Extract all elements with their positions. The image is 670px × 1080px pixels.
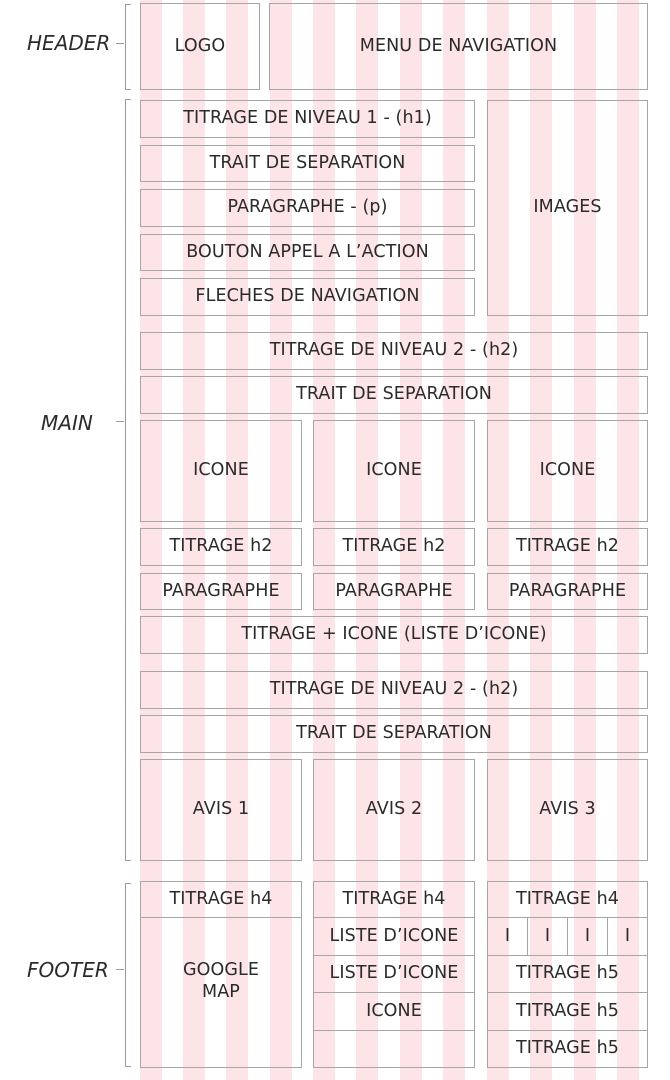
- paragraph-block: PARAGRAPHE - (p): [140, 189, 475, 227]
- social-icon-box: I: [487, 918, 528, 956]
- paragraph-block: PARAGRAPHE: [140, 573, 302, 610]
- social-icon-box: I: [607, 918, 648, 956]
- footer-h5-title: TITRAGE h5: [487, 993, 648, 1031]
- h2-title-block: TITRAGE h2: [487, 528, 648, 566]
- images-block: IMAGES: [487, 100, 648, 316]
- icon-block: ICONE: [487, 420, 648, 522]
- grid-column: [617, 0, 639, 1080]
- icon-list-item: LISTE D’ICONE: [313, 956, 475, 993]
- icon-block: ICONE: [140, 420, 302, 522]
- review-block: AVIS 3: [487, 759, 648, 861]
- review-block: AVIS 2: [313, 759, 475, 861]
- review-block: AVIS 1: [140, 759, 302, 861]
- footer-h4-title: TITRAGE h4: [313, 881, 475, 918]
- icon-block: ICONE: [313, 420, 475, 522]
- navigation-menu-block: MENU DE NAVIGATION: [269, 3, 648, 90]
- main-bracket-tick: [116, 421, 124, 422]
- main-bracket: [125, 99, 131, 861]
- main-label: MAIN: [41, 411, 93, 435]
- footer-h5-title: TITRAGE h5: [487, 1031, 648, 1068]
- icon-list-item: LISTE D’ICONE: [313, 918, 475, 956]
- footer-h4-title: TITRAGE h4: [487, 881, 648, 918]
- social-icon-box: I: [567, 918, 608, 956]
- grid-column: [487, 0, 509, 1080]
- grid-column: [574, 0, 596, 1080]
- grid-column: [530, 0, 552, 1080]
- footer-empty-block: [313, 1031, 475, 1068]
- separator-block: TRAIT DE SEPARATION: [140, 715, 648, 753]
- h2-title-block: TITRAGE DE NIVEAU 2 - (h2): [140, 671, 648, 709]
- footer-label: FOOTER: [27, 958, 109, 982]
- paragraph-block: PARAGRAPHE: [313, 573, 475, 610]
- navigation-arrows-block: FLECHES DE NAVIGATION: [140, 278, 475, 316]
- cta-button-block: BOUTON APPEL A L’ACTION: [140, 234, 475, 271]
- h2-title-block: TITRAGE h2: [140, 528, 302, 566]
- separator-block: TRAIT DE SEPARATION: [140, 145, 475, 182]
- h2-title-block: TITRAGE DE NIVEAU 2 - (h2): [140, 332, 648, 370]
- google-map-block: GOOGLE MAP: [140, 918, 302, 1068]
- separator-block: TRAIT DE SEPARATION: [140, 376, 648, 414]
- h2-title-block: TITRAGE h2: [313, 528, 475, 566]
- footer-bracket: [125, 883, 131, 1067]
- header-bracket-tick: [116, 43, 124, 44]
- paragraph-block: PARAGRAPHE: [487, 573, 648, 610]
- footer-bracket-tick: [116, 969, 124, 970]
- footer-h4-title: TITRAGE h4: [140, 881, 302, 918]
- logo-block: LOGO: [140, 3, 260, 90]
- social-icon-box: I: [527, 918, 568, 956]
- icon-list-block: TITRAGE + ICONE (LISTE D’ICONE): [140, 616, 648, 654]
- header-bracket: [125, 4, 131, 90]
- footer-h5-title: TITRAGE h5: [487, 956, 648, 993]
- h1-title-block: TITRAGE DE NIVEAU 1 - (h1): [140, 100, 475, 138]
- icon-block: ICONE: [313, 993, 475, 1031]
- header-label: HEADER: [27, 31, 111, 55]
